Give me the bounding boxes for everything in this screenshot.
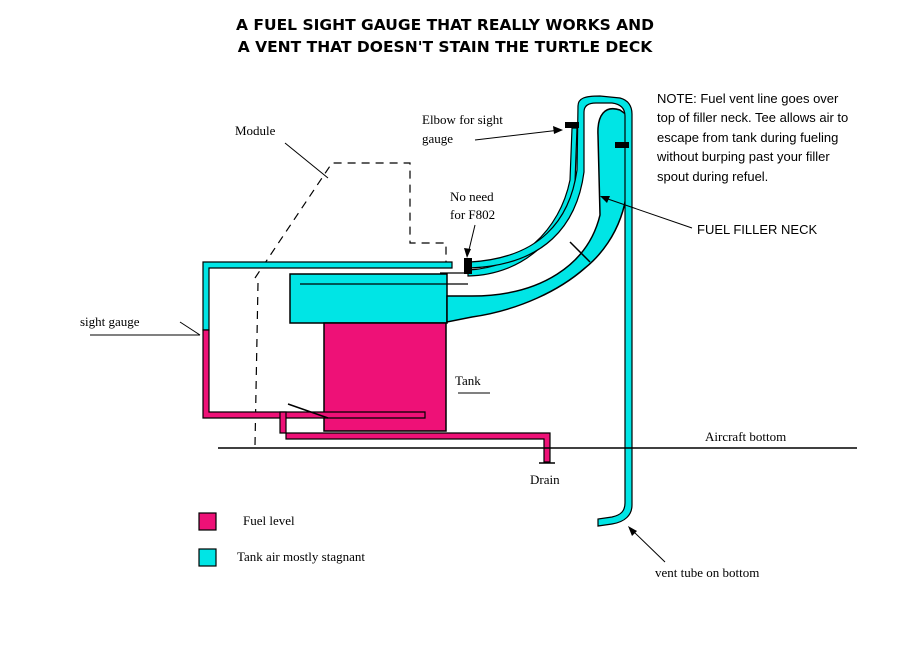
filler-neck-label: FUEL FILLER NECK xyxy=(697,222,817,237)
legend: Fuel level Tank air mostly stagnant xyxy=(198,512,365,567)
module-pointer xyxy=(284,142,329,179)
drain-label: Drain xyxy=(530,472,560,487)
tee-fitting-right xyxy=(615,142,629,148)
vent-tube-pointer xyxy=(631,529,666,563)
no-need-arrowhead xyxy=(464,248,471,258)
legend-swatch-air xyxy=(198,548,217,567)
filler-neck-arrowhead xyxy=(600,196,610,203)
tank-air-section xyxy=(289,273,448,324)
no-need-label-line-1: No need xyxy=(450,189,494,204)
title-line-2: A VENT THAT DOESN'T STAIN THE TURTLE DEC… xyxy=(238,38,654,56)
sight-gauge-tube-fuel xyxy=(202,329,426,419)
module-outline-lower xyxy=(254,282,259,446)
module-label: Module xyxy=(235,123,276,138)
drain-fitting xyxy=(287,403,329,419)
aircraft-bottom-label: Aircraft bottom xyxy=(705,429,786,444)
note-line-3: escape from tank during fueling xyxy=(657,130,838,145)
drain-line xyxy=(279,411,551,463)
vent-line xyxy=(469,95,633,527)
vent-tube-label: vent tube on bottom xyxy=(655,565,759,580)
note-line-4: without burping past your filler xyxy=(656,149,830,164)
note-line-1: NOTE: Fuel vent line goes over xyxy=(657,91,839,106)
vent-tube-arrowhead xyxy=(628,526,637,536)
tank-label: Tank xyxy=(455,373,481,388)
sight-gauge-pointer-tick xyxy=(179,321,201,336)
f802-fitting xyxy=(464,258,472,274)
note-line-2: top of filler neck. Tee allows air to xyxy=(657,110,848,125)
note-line-5: spout during refuel. xyxy=(657,169,768,184)
filler-neck-pointer xyxy=(604,197,693,229)
elbow-label-line-2: gauge xyxy=(422,131,453,146)
elbow-arrowhead xyxy=(553,126,563,134)
sight-gauge-label: sight gauge xyxy=(80,314,140,329)
elbow-label-line-1: Elbow for sight xyxy=(422,112,503,127)
no-need-label-line-2: for F802 xyxy=(450,207,495,222)
elbow-pointer xyxy=(474,129,561,141)
legend-label-fuel: Fuel level xyxy=(243,513,295,528)
note-block: NOTE: Fuel vent line goes over top of fi… xyxy=(656,91,848,184)
filler-neck-joint xyxy=(569,241,591,263)
legend-label-air: Tank air mostly stagnant xyxy=(237,549,365,564)
tee-fitting-left xyxy=(565,122,579,128)
title-line-1: A FUEL SIGHT GAUGE THAT REALLY WORKS AND xyxy=(236,16,654,34)
legend-swatch-fuel xyxy=(198,512,217,531)
module-outline xyxy=(254,162,447,279)
